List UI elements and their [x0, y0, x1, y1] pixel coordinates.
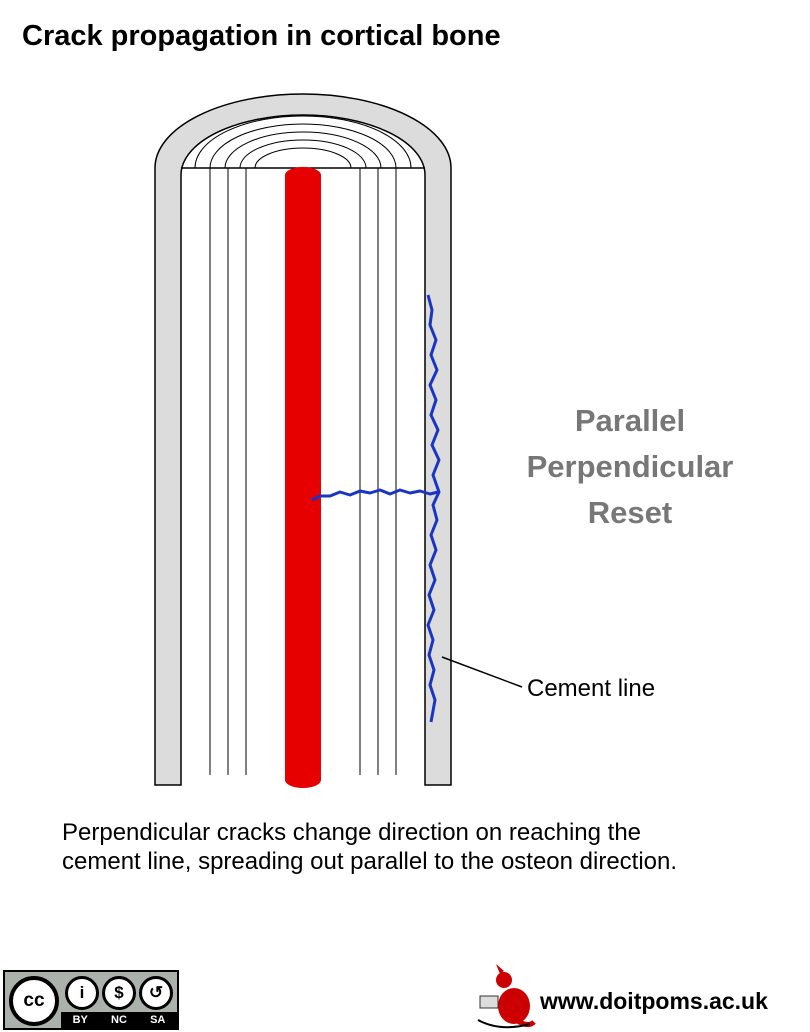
cc-icon: cc: [9, 976, 59, 1026]
doitpoms-footer[interactable]: www.doitpoms.ac.uk: [470, 962, 806, 1030]
parallel-crack: [426, 294, 441, 723]
perpendicular-crack: [311, 488, 439, 502]
noncommercial-icon: $: [102, 976, 136, 1010]
osteon-cap: [154, 93, 452, 786]
license-tag-by: BY: [72, 1014, 88, 1026]
attribution-icon: i: [65, 976, 99, 1010]
sharealike-icon: ↺: [139, 976, 173, 1010]
haversian-canal: [285, 167, 321, 788]
kangaroo-logo-icon: [477, 964, 536, 1029]
cement-line-leader: [441, 656, 523, 688]
perpendicular-button[interactable]: Perpendicular: [526, 449, 734, 484]
cc-license-badge[interactable]: cc i $ ↺ BY NC SA: [3, 970, 179, 1030]
reset-button[interactable]: Reset: [587, 495, 673, 530]
page-title: Crack propagation in cortical bone: [22, 20, 501, 52]
site-url: www.doitpoms.ac.uk: [540, 988, 768, 1014]
license-tag-nc: NC: [111, 1014, 127, 1026]
license-tag-sa: SA: [150, 1014, 166, 1026]
lamellae-arcs: [194, 115, 412, 169]
parallel-button[interactable]: Parallel: [574, 403, 686, 438]
mode-menu: Parallel Perpendicular Reset: [500, 398, 760, 536]
lamellae-lines: [209, 168, 397, 775]
caption: Perpendicular cracks change direction on…: [62, 819, 678, 875]
cement-line-label: Cement line: [527, 675, 656, 702]
license-tags: BY NC SA: [61, 1012, 177, 1028]
